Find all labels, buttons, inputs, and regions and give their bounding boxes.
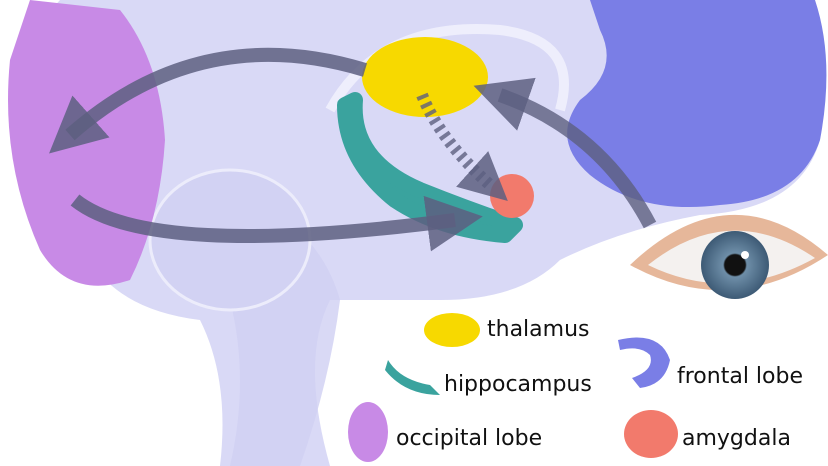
amygdala-region <box>490 174 534 218</box>
thalamus-region <box>362 37 488 117</box>
thalamus-swatch <box>424 313 480 347</box>
arrow-thalamus-to-occipital <box>49 47 368 154</box>
legend-label-frontal-lobe: frontal lobe <box>677 364 803 389</box>
occipital-lobe-swatch <box>348 402 388 462</box>
frontal-lobe-region <box>567 0 827 207</box>
amygdala-swatch <box>624 410 678 458</box>
legend-label-occipital-lobe: occipital lobe <box>396 426 543 451</box>
eye-icon <box>630 214 828 299</box>
hippocampus-swatch <box>385 360 440 395</box>
legend-label-amygdala: amygdala <box>682 426 791 451</box>
legend-label-hippocampus: hippocampus <box>444 372 592 397</box>
arrow-eye-to-thalamus <box>473 77 657 229</box>
arrow-occipital-to-amygdala <box>70 194 483 252</box>
legend-label-thalamus: thalamus <box>487 317 590 342</box>
arrow-thalamus-to-amygdala-dashed <box>416 92 508 202</box>
frontal-lobe-swatch <box>618 337 670 388</box>
